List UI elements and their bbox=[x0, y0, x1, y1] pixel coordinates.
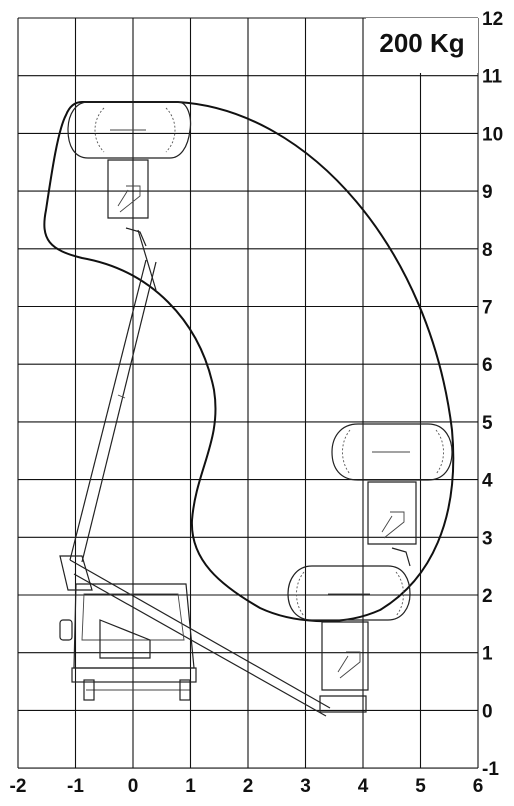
y-tick-label: 6 bbox=[482, 355, 493, 376]
working-envelope bbox=[43, 101, 455, 623]
x-tick-label: -1 bbox=[67, 776, 84, 797]
x-tick-label: 2 bbox=[243, 776, 254, 797]
y-tick-label: 11 bbox=[482, 67, 503, 88]
y-tick-label: 2 bbox=[482, 586, 493, 607]
y-tick-label: -1 bbox=[482, 759, 499, 780]
x-tick-label: 1 bbox=[185, 776, 196, 797]
x-tick-label: 0 bbox=[128, 776, 139, 797]
x-axis-ticks: -2 -1 0 1 2 3 4 5 6 bbox=[10, 776, 484, 797]
y-tick-label: 0 bbox=[482, 701, 493, 722]
platform-top bbox=[67, 101, 192, 247]
x-tick-label: 4 bbox=[358, 776, 369, 797]
y-tick-label: 7 bbox=[482, 298, 493, 319]
y-tick-label: 9 bbox=[482, 182, 493, 203]
platform-right-low bbox=[287, 565, 411, 691]
y-tick-label: 8 bbox=[482, 240, 493, 261]
x-tick-label: 6 bbox=[473, 776, 484, 797]
y-tick-label: 4 bbox=[482, 471, 493, 492]
y-tick-label: 10 bbox=[482, 124, 503, 145]
x-tick-label: 5 bbox=[415, 776, 426, 797]
load-box bbox=[366, 18, 478, 73]
y-tick-label: 5 bbox=[482, 413, 493, 434]
platform-right-mid bbox=[331, 423, 453, 567]
y-tick-label: 12 bbox=[482, 9, 503, 30]
y-tick-label: 1 bbox=[482, 644, 493, 665]
boom-horizontal bbox=[59, 555, 367, 717]
truck-cab bbox=[59, 583, 197, 701]
boom-vertical bbox=[69, 229, 157, 563]
x-tick-label: 3 bbox=[300, 776, 311, 797]
grid bbox=[17, 17, 479, 769]
y-tick-label: 3 bbox=[482, 528, 493, 549]
load-capacity-label: 200 Kg bbox=[379, 28, 464, 58]
x-tick-label: -2 bbox=[10, 776, 27, 797]
